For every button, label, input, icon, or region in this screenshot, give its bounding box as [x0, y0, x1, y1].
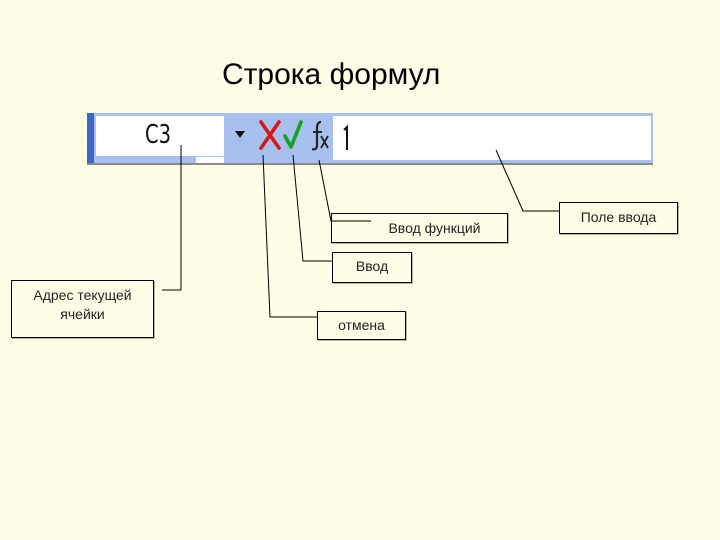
formula-bar: C3: [87, 113, 653, 163]
cancel-icon[interactable]: [258, 119, 282, 151]
formula-bar-edge: [87, 113, 94, 163]
slide-title: Строка формул: [222, 58, 441, 91]
name-box[interactable]: C3: [96, 116, 224, 156]
enter-checkmark-icon[interactable]: [283, 119, 303, 151]
name-box-value: C3: [145, 120, 172, 150]
dropdown-icon[interactable]: [233, 127, 247, 141]
formula-input-field[interactable]: [333, 116, 651, 160]
fx-function-icon[interactable]: [310, 118, 330, 152]
callout-cell-address: Адрес текущей ячейки: [11, 280, 154, 338]
callout-function-entry: Ввод функций: [331, 213, 508, 243]
name-box-underline: [196, 157, 224, 163]
connector-address: [162, 145, 182, 291]
callout-input-field: Поле ввода: [559, 202, 678, 234]
connector-input-field: [495, 149, 559, 212]
text-cursor-icon: [343, 124, 348, 150]
connector-cancel: [262, 154, 317, 318]
connector-enter: [292, 154, 332, 262]
callout-cancel: отмена: [317, 311, 406, 340]
connector-function: [318, 159, 371, 222]
callout-enter: Ввод: [332, 252, 412, 283]
